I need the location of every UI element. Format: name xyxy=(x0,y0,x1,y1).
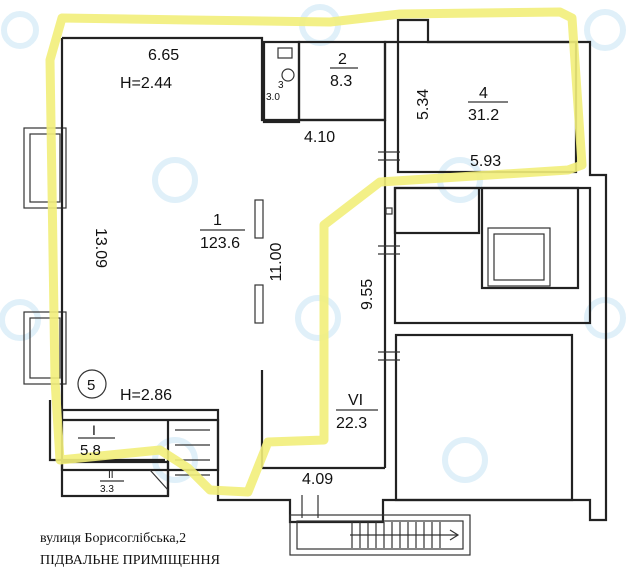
wc-number: 3 xyxy=(278,80,284,91)
stair-room-area: 5.8 xyxy=(80,442,101,459)
room2-area: 8.3 xyxy=(330,73,352,90)
room4-dim-a: 5.34 xyxy=(415,89,432,120)
room-marker-number: 5 xyxy=(87,377,95,394)
left-window-bays xyxy=(23,127,67,385)
room4-number: 4 xyxy=(479,85,488,102)
door-markers xyxy=(301,151,400,518)
main-room-height: H=2.44 xyxy=(120,75,172,92)
toilet-icon xyxy=(277,47,295,82)
room-marker-circle xyxy=(77,369,107,399)
lower-height: H=2.86 xyxy=(120,387,172,404)
highlighted-area-outline xyxy=(45,7,587,497)
room4-dim-b: 5.93 xyxy=(470,153,501,170)
marker-square xyxy=(385,207,393,215)
wc-area: 3.0 xyxy=(266,92,280,103)
main-room-width: 6.65 xyxy=(148,47,179,64)
street-address: вулиця Борисоглібська,2 xyxy=(40,531,186,546)
small-room-area: 3.3 xyxy=(100,484,114,495)
plan-title: ПІДВАЛЬНЕ ПРИМІЩЕННЯ xyxy=(40,553,220,568)
small-room-number: II xyxy=(108,470,114,481)
exit-dim: 4.09 xyxy=(302,471,333,488)
hall-area: 22.3 xyxy=(336,415,367,432)
columns xyxy=(254,199,264,324)
corridor-dim: 4.10 xyxy=(304,129,335,146)
entrance-stairs xyxy=(350,522,460,548)
hall-dim: 9.55 xyxy=(359,279,376,310)
hall-number: VI xyxy=(348,392,363,409)
main-room-inner-dim: 11.00 xyxy=(268,242,285,281)
main-room-number: 1 xyxy=(213,212,222,229)
main-room-area: 123.6 xyxy=(200,235,240,252)
main-room-length: 13.09 xyxy=(92,228,109,268)
stair-room-number: I xyxy=(92,422,96,438)
room4-area: 31.2 xyxy=(468,107,499,124)
room2-number: 2 xyxy=(338,51,347,68)
